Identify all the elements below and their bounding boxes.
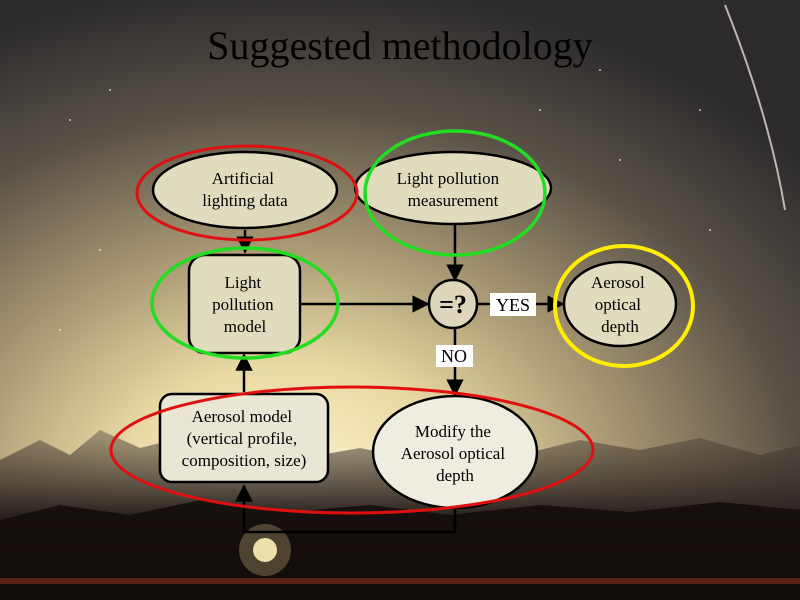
node-artificial-lighting	[151, 150, 339, 230]
highlight-yellow-result	[553, 244, 695, 368]
label-compare: =?	[439, 290, 467, 319]
highlight-green-measurement	[363, 129, 547, 257]
highlight-red-input	[135, 144, 359, 242]
node-compare	[427, 278, 479, 330]
label-light-pollution-model: Light pollution model	[212, 273, 278, 336]
node-aerosol-optical-depth	[562, 260, 678, 348]
label-modify-aod: Modify the Aerosol optical depth	[401, 422, 510, 485]
label-artificial-lighting: Artificial lighting data	[202, 169, 288, 210]
highlight-red-iteration	[109, 385, 595, 515]
edge-modify-to-aerosol-model	[235, 484, 457, 534]
label-aerosol-optical-depth: Aerosol optical depth	[591, 273, 649, 336]
edge-label-no: NO	[441, 346, 467, 366]
edge-label-yes: YES	[496, 295, 530, 315]
yes-label-bg	[490, 293, 536, 316]
label-aerosol-model: Aerosol model (vertical profile, composi…	[182, 407, 307, 470]
label-light-pollution-measurement: Light pollution measurement	[397, 169, 504, 210]
no-label-bg	[436, 345, 473, 367]
node-light-pollution-model	[187, 253, 302, 355]
node-light-pollution-measurement	[353, 150, 553, 226]
connector-lines	[235, 225, 565, 534]
highlight-green-model	[150, 246, 340, 360]
page-title: Suggested methodology	[207, 23, 593, 68]
